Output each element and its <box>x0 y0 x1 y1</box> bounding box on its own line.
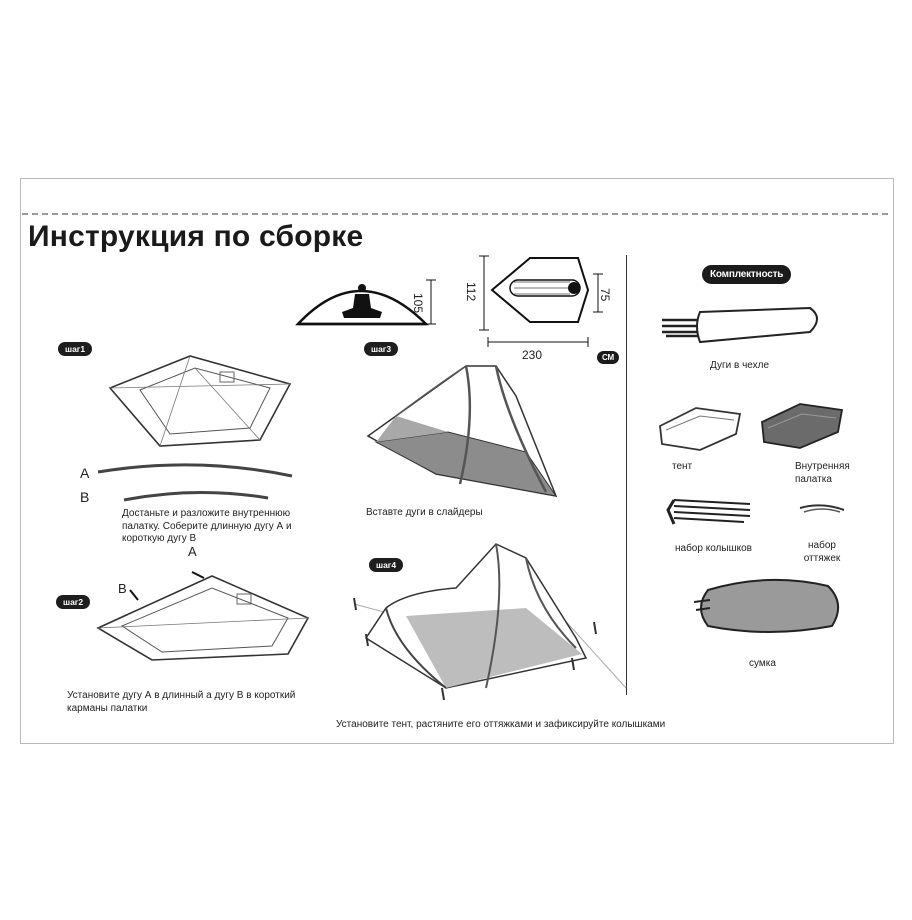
tent-with-flysheet-diagram <box>346 538 636 698</box>
unit-badge: СМ <box>597 351 619 364</box>
inner-tent-with-poles-diagram <box>92 566 314 666</box>
kit-item-flysheet: тент <box>672 461 692 474</box>
kit-item-pegs: набор колышков <box>675 543 752 556</box>
dimension-end-width: 75 <box>598 288 612 301</box>
tent-front-view-diagram <box>290 268 450 330</box>
dimension-width: 112 <box>464 282 478 301</box>
tent-poles-in-sliders-diagram <box>356 356 576 502</box>
inner-tent-flat-diagram <box>100 348 300 448</box>
step2-badge: шаг2 <box>56 595 90 609</box>
pegs-icon <box>664 496 754 528</box>
pole-b-label: B <box>80 491 89 504</box>
pole-a-label: A <box>80 467 89 480</box>
tent-top-view-diagram <box>470 252 620 352</box>
poles-a-b-diagram <box>96 458 296 508</box>
carry-bag-icon <box>688 572 848 636</box>
step1-badge: шаг1 <box>58 342 92 356</box>
step3-text: Вставте дуги в слайдеры <box>366 507 483 520</box>
kit-item-poles: Дуги в чехле <box>710 360 769 373</box>
kit-item-bag: сумка <box>749 658 776 671</box>
kit-title: Комплектность <box>702 265 791 284</box>
kit-item-guy-lines: набор оттяжек <box>800 540 844 565</box>
dimension-height: 105 <box>411 293 425 313</box>
page-title: Инструкция по сборке <box>28 220 363 254</box>
pole-a-insert-label: A <box>188 546 197 559</box>
step1-text: Достаньте и разложите внутреннюю палатку… <box>122 508 312 546</box>
dashed-divider <box>22 213 888 215</box>
poles-in-bag-icon <box>660 306 825 346</box>
kit-item-inner-tent: Внутренняя палатка <box>795 461 865 486</box>
flysheet-icon <box>656 404 746 452</box>
step4-text: Установите тент, растяните его оттяжками… <box>336 719 665 732</box>
inner-tent-icon <box>756 400 846 450</box>
step3-badge: шаг3 <box>364 342 398 356</box>
guy-lines-icon <box>798 500 846 518</box>
step2-text: Установите дугу А в длинный а дугу В в к… <box>67 690 297 715</box>
